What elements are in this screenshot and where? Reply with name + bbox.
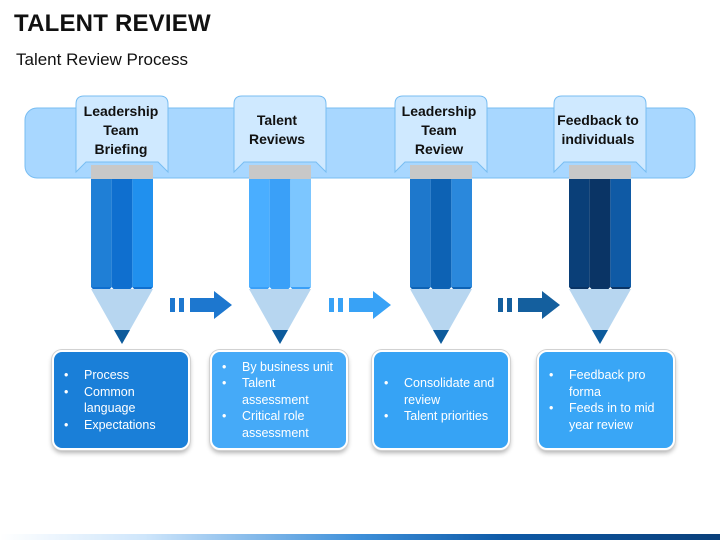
step-3-label: Leadership Team Review xyxy=(401,103,477,157)
arrow-3-head xyxy=(518,291,560,319)
step-1-pencil-stripe-right xyxy=(132,179,153,287)
step-4-pencil-tip xyxy=(569,289,631,344)
step-3-pencil-stripe-right xyxy=(451,179,472,287)
step-3-label-tab xyxy=(394,95,488,174)
step-3-pencil-ferrule xyxy=(410,165,472,180)
step-3-pencil-lead xyxy=(433,330,449,344)
step-3-pencil-stripe-left xyxy=(410,179,431,287)
step-2-details: By business unit Talent assessment Criti… xyxy=(210,350,348,450)
arrow-2-head xyxy=(349,291,391,319)
step-4-pencil-ferrule xyxy=(569,165,631,180)
step-3-pencil-tip xyxy=(410,289,472,344)
step-2-pencil-ferrule xyxy=(249,165,311,180)
step-4-pencil-lead xyxy=(592,330,608,344)
step-4-details: Feedback pro forma Feeds in to mid year … xyxy=(537,350,675,450)
page-title: TALENT REVIEW xyxy=(14,10,211,37)
step-2-label-tab xyxy=(233,95,327,174)
step-2-bullet: Critical role assessment xyxy=(222,408,338,441)
step-1-pencil-tip xyxy=(91,289,153,344)
step-2-pencil-lead xyxy=(272,330,288,344)
step-1-pencil-stripe-mid xyxy=(111,179,133,287)
step-4-bullet: Feeds in to mid year review xyxy=(549,400,665,433)
step-1-label-tab xyxy=(75,95,169,174)
page-subtitle: Talent Review Process xyxy=(16,50,188,69)
step-4-label: Feedback to individuals xyxy=(557,112,639,147)
step-2-label: Talent Reviews xyxy=(248,112,306,147)
step-1-bullet: Common language xyxy=(64,384,180,417)
step-1-details: Process Common language Expectations xyxy=(52,350,190,450)
arrow-1-dash-2 xyxy=(179,298,184,312)
footer-gradient-bar xyxy=(0,534,720,540)
step-2-bullet: Talent assessment xyxy=(222,375,338,408)
step-3-pencil-stripe-mid xyxy=(430,179,452,287)
step-2-pencil-tip xyxy=(249,289,311,344)
arrow-1-dash-1 xyxy=(170,298,175,312)
arrow-3-dash-1 xyxy=(498,298,503,312)
step-1-label: Leadership Team Briefing xyxy=(83,103,159,157)
step-2-pencil-stripe-right xyxy=(290,179,311,287)
step-1-bullet: Expectations xyxy=(64,417,180,434)
step-3-bullet: Consolidate and review xyxy=(384,375,500,408)
step-4-pencil-stripe-mid xyxy=(589,179,611,287)
step-1-bullet: Process xyxy=(64,367,180,384)
step-2-pencil-stripe-mid xyxy=(269,179,291,287)
step-3-details: Consolidate and review Talent priorities xyxy=(372,350,510,450)
step-2-bullet: By business unit xyxy=(222,359,338,376)
step-4-label-tab xyxy=(553,95,647,174)
step-2-pencil-stripe-left xyxy=(249,179,270,287)
arrow-2-dash-2 xyxy=(338,298,343,312)
step-4-pencil-stripe-left xyxy=(569,179,590,287)
banner-bar xyxy=(24,107,696,179)
step-4-pencil-stripe-right xyxy=(610,179,631,287)
step-1-pencil-ferrule xyxy=(91,165,153,180)
arrow-1-head xyxy=(190,291,232,319)
step-4-bullet: Feedback pro forma xyxy=(549,367,665,400)
arrow-2-dash-1 xyxy=(329,298,334,312)
step-1-pencil-stripe-left xyxy=(91,179,112,287)
step-1-pencil-lead xyxy=(114,330,130,344)
step-3-bullet: Talent priorities xyxy=(384,408,500,425)
arrow-3-dash-2 xyxy=(507,298,512,312)
